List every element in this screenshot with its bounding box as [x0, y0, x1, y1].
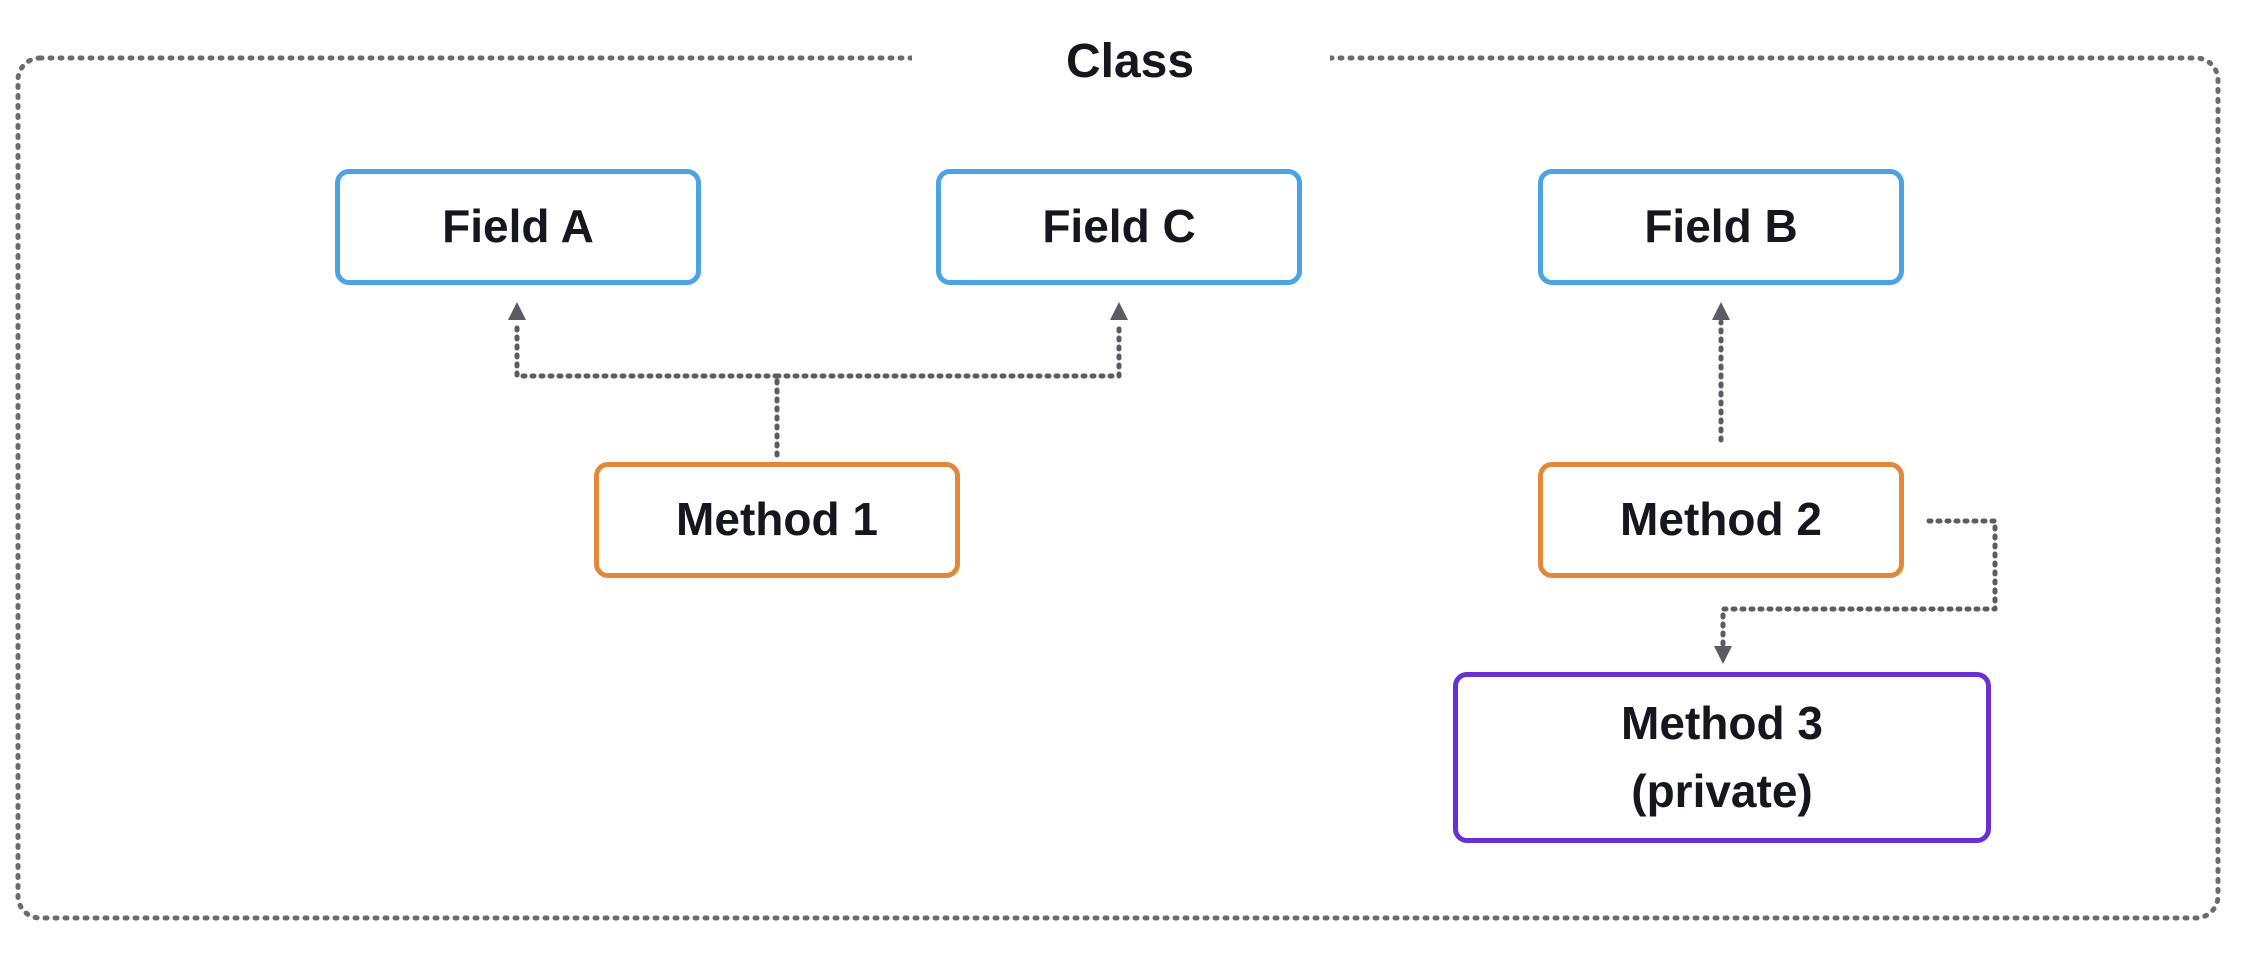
class-title-gap	[912, 40, 1330, 80]
class-title: Class	[1065, 35, 1195, 88]
field-a-label: Field A	[442, 200, 594, 253]
connector-method2-to-method3	[1720, 518, 1998, 648]
field-b-label: Field B	[1644, 200, 1798, 253]
field-a-box: Field A	[335, 169, 701, 285]
connector-method1-to-field-a	[514, 319, 780, 379]
arrowhead-method3	[1714, 646, 1732, 664]
arrowhead-field-c	[1110, 302, 1128, 320]
method-3-label: Method 3	[1621, 697, 1823, 749]
arrowhead-field-b	[1712, 302, 1730, 320]
field-b-box: Field B	[1538, 169, 1904, 285]
field-c-label: Field C	[1042, 200, 1196, 253]
method-2-label: Method 2	[1620, 493, 1822, 546]
connector-method1-to-field-c	[774, 319, 1122, 379]
method-1-label: Method 1	[676, 493, 878, 546]
field-c-box: Field C	[936, 169, 1302, 285]
arrowhead-field-a	[508, 302, 526, 320]
method-2-box: Method 2	[1538, 462, 1904, 578]
method-3-private-box: Method 3 (private)	[1453, 672, 1991, 843]
method-1-box: Method 1	[594, 462, 960, 578]
method-3-private-qualifier: (private)	[1631, 764, 1813, 817]
